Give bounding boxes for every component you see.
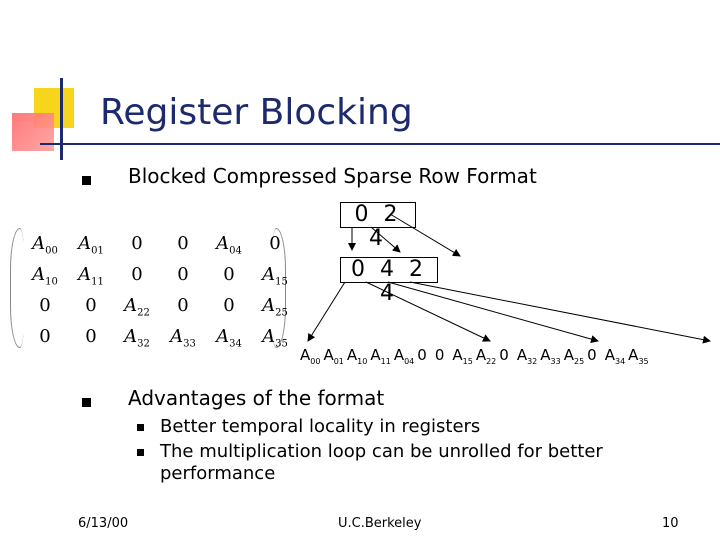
matrix-cell-r0c0: A00 [32,233,58,257]
matrix-cell-r0c4: A04 [216,233,242,257]
row-pointer-box: 0 2 4 [340,202,416,251]
value-item-0: A00 [300,346,321,366]
matrix-cell-r2c3: 0 [177,295,189,316]
matrix-cell-r0c3: 0 [177,233,189,254]
matrix-cell-r2c1: 0 [85,295,97,316]
value-item-14: A34 [604,346,626,366]
matrix-cell-r1c5: A15 [262,264,288,288]
logo-vertical-line [60,78,63,160]
sub-bullet-square-icon [137,449,144,456]
matrix-cell-r3c5: A35 [262,326,288,350]
footer-center: U.C.Berkeley [338,516,422,531]
value-item-12: A25 [563,346,585,366]
matrix-cell-r1c1: A11 [78,264,104,288]
matrix-cell-r1c4: 0 [223,264,235,285]
matrix-left-paren [10,228,25,348]
value-item-3: A11 [370,346,391,366]
matrix-cell-r0c2: 0 [131,233,143,254]
value-item-10: A32 [516,346,538,366]
sub-bullet-locality: Better temporal locality in registers [160,416,481,437]
value-item-15: A35 [628,346,649,366]
sub-bullet-unrolled: The multiplication loop can be unrolled … [160,441,603,462]
arrow-row1 [370,226,401,253]
value-item-13: 0 [587,346,597,364]
value-item-4: A04 [393,346,415,366]
matrix-cell-r3c3: A33 [170,326,196,350]
slide-title: Register Blocking [100,92,413,133]
bullet-square-icon [82,398,91,407]
matrix-cell-r2c4: 0 [223,295,235,316]
matrix-cell-r3c0: 0 [39,326,51,347]
matrix-cell-r2c0: 0 [39,295,51,316]
column-index-box: 0 4 2 4 [340,257,438,306]
value-item-2: A10 [346,346,368,366]
footer-date: 6/13/00 [78,516,129,531]
value-item-7: A15 [452,346,473,366]
bullet-text-advantages: Advantages of the format [128,386,385,410]
matrix-cell-r3c1: 0 [85,326,97,347]
matrix-cell-r1c0: A10 [32,264,58,288]
matrix-cell-r1c3: 0 [177,264,189,285]
value-item-9: 0 [499,346,509,364]
matrix-cell-r0c1: A01 [78,233,104,257]
sub-bullet-square-icon [137,424,144,431]
matrix-cell-r0c5: 0 [269,233,281,254]
value-item-5: 0 [417,346,427,364]
arrow-row2 [389,213,461,257]
matrix-cell-r3c4: A34 [216,326,242,350]
value-item-1: A01 [323,346,344,366]
arrow-col1 [365,281,491,342]
value-item-8: A22 [475,346,497,366]
arrow-col2 [387,281,599,343]
title-underline [40,143,720,145]
matrix-cell-r3c2: A32 [124,326,150,350]
value-item-11: A33 [540,346,561,366]
value-item-6: 0 [434,346,445,364]
sub-bullet-unrolled-cont: performance [160,463,276,484]
arrow-col3 [409,281,711,344]
footer-page-number: 10 [662,516,679,531]
matrix-cell-r1c2: 0 [131,264,143,285]
matrix-cell-r2c5: A25 [262,295,288,319]
bullet-square-icon [82,176,91,185]
bullet-text-bcsr: Blocked Compressed Sparse Row Format [128,164,537,188]
matrix-cell-r2c2: A22 [124,295,150,319]
arrow-col0 [307,281,346,342]
